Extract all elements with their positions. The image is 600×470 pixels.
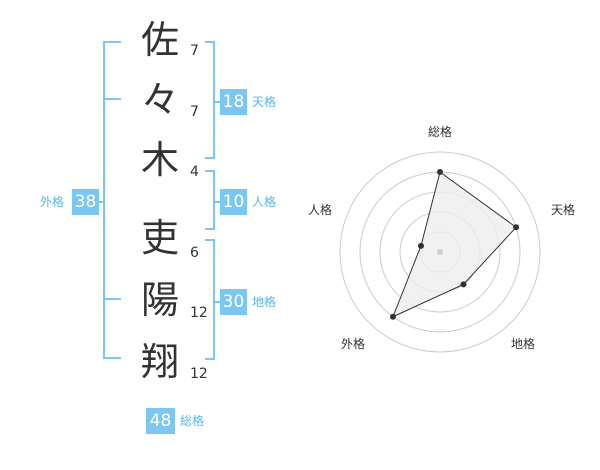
stroke-count-4: 6	[190, 245, 199, 261]
stroke-count-2: 7	[190, 104, 199, 120]
radar-point	[417, 242, 424, 249]
radar-axis-label-chikaku: 地格	[511, 337, 536, 351]
chikaku-value-badge: 30	[220, 289, 247, 315]
radar-axis-label-tenkaku: 天格	[551, 203, 576, 217]
gaikaku-label: 外格	[40, 195, 65, 209]
name-char-1: 佐	[140, 18, 179, 62]
radar-point	[437, 169, 443, 175]
name-char-3: 木	[140, 138, 179, 182]
name-char-6: 翔	[140, 340, 179, 384]
stroke-count-1: 7	[190, 43, 199, 59]
radar-point	[513, 224, 520, 231]
gaikaku-value-badge: 38	[72, 189, 99, 215]
radar-axis-label-jinkaku: 人格	[308, 203, 333, 217]
radar-shape	[392, 171, 517, 318]
name-char-2: 々	[140, 78, 179, 122]
stroke-count-6: 12	[190, 366, 208, 382]
radar-ring	[339, 151, 541, 353]
name-char-4: 吏	[140, 216, 179, 260]
radar-point	[460, 281, 467, 288]
radar-axis-label-gaikaku: 外格	[341, 337, 366, 351]
name-char-5: 陽	[140, 278, 179, 322]
jinkaku-label: 人格	[252, 195, 277, 209]
chikaku-label: 地格	[252, 295, 277, 309]
stroke-count-3: 4	[190, 164, 199, 180]
jinkaku-value-badge: 10	[220, 189, 247, 215]
tenkaku-label: 天格	[252, 95, 277, 109]
radar-axis-label-soukaku: 総格	[428, 125, 453, 139]
radar-center	[437, 249, 443, 255]
soukaku-value-badge: 48	[146, 408, 175, 434]
tenkaku-value-badge: 18	[220, 89, 247, 115]
stroke-count-5: 12	[190, 305, 208, 321]
radar-point	[389, 313, 396, 320]
radar-polygon	[392, 171, 517, 318]
radar-points	[389, 169, 520, 320]
soukaku-label: 総格	[180, 414, 205, 428]
